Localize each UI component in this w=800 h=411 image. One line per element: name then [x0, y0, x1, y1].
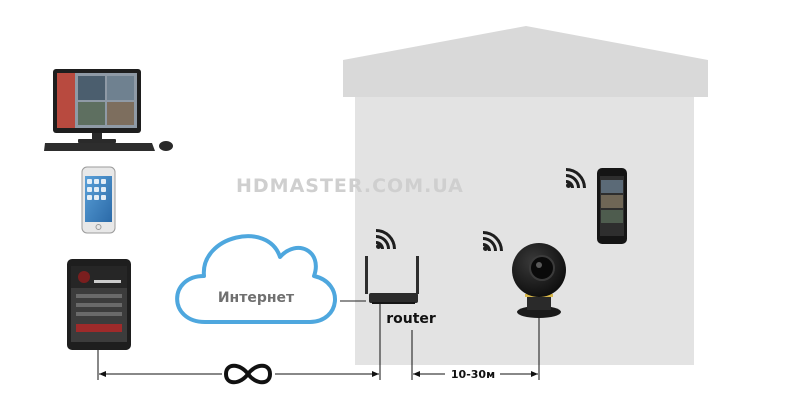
infinity-icon	[223, 363, 273, 385]
internet-cloud: Интернет	[175, 234, 337, 324]
router-antenna-left	[365, 256, 368, 294]
camera-lens-glare	[536, 262, 542, 268]
smartphone-right	[597, 168, 627, 244]
arrow-local-start	[413, 371, 420, 377]
router-body	[369, 293, 418, 303]
arrow-router-end	[372, 371, 379, 377]
arrow-left-end	[99, 371, 106, 377]
tablet-field-2	[76, 303, 122, 307]
dimension-arrows	[99, 371, 538, 377]
house-roof	[343, 26, 708, 97]
video-tile-3	[78, 102, 105, 125]
watermark-text: HDMASTER.COM.UA	[236, 175, 464, 197]
wifi-icon-phone	[566, 168, 586, 188]
tablet-field-3	[76, 312, 122, 316]
router-label: router	[386, 311, 436, 327]
tablet-field-1	[76, 294, 122, 298]
ip-camera	[512, 243, 566, 318]
keyboard	[44, 143, 155, 151]
cloud-outline	[175, 234, 337, 324]
monitor-base	[78, 139, 116, 143]
video-tile-1	[78, 76, 105, 100]
phone-home-button	[95, 224, 102, 230]
house-wall	[355, 95, 694, 365]
wifi-router	[365, 256, 419, 304]
house	[343, 26, 708, 365]
video-tile-2	[107, 76, 134, 100]
tablet-login-button	[76, 324, 122, 332]
dimension-lines	[97, 304, 540, 380]
camera-stand	[527, 296, 551, 310]
tablet-title	[94, 280, 121, 283]
tablet	[67, 259, 131, 350]
router-antenna-right	[416, 256, 419, 294]
smartphone-left	[81, 166, 116, 234]
wifi-icon-camera	[483, 231, 503, 251]
phone-right-tile-3	[601, 210, 623, 223]
phone-right-tile-1	[601, 180, 623, 193]
arrow-camera-end	[531, 371, 538, 377]
distance-label: 10-30м	[451, 368, 495, 381]
phone-app-icons	[87, 179, 106, 200]
tablet-logo	[78, 271, 90, 283]
desktop-computer	[44, 69, 173, 151]
camera-lens	[529, 255, 555, 281]
wifi-icon-router	[376, 229, 396, 249]
video-tile-4	[107, 102, 134, 125]
monitor-neck	[92, 133, 102, 140]
mouse	[159, 141, 173, 151]
phone-right-tile-2	[601, 195, 623, 208]
internet-label: Интернет	[218, 290, 295, 306]
router-base	[372, 302, 415, 304]
screen-sidebar	[57, 73, 75, 128]
